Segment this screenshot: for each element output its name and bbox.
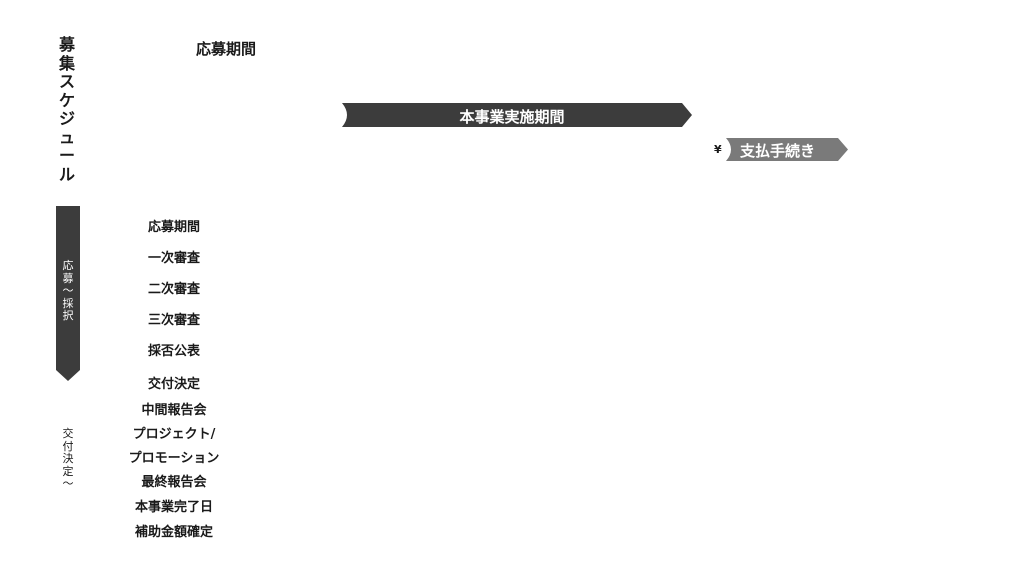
step-item: 補助金額確定 xyxy=(134,525,213,540)
yen-icon: ¥ xyxy=(714,143,722,156)
payment-label: 支払手続き xyxy=(740,142,816,160)
main-period-label: 本事業実施期間 xyxy=(459,108,565,126)
step-item: 交付決定 xyxy=(147,377,200,392)
step-item: プロジェクト/ xyxy=(132,427,216,442)
main-period-bar xyxy=(342,103,692,127)
step-item: 応募期間 xyxy=(147,220,200,235)
phase1-arrow xyxy=(56,206,80,381)
phase2-label: 交付決定～ xyxy=(62,427,74,490)
phase1-label: 応募～採択 xyxy=(62,259,74,322)
step-item: 最終報告会 xyxy=(141,475,207,490)
column-header: 応募期間 xyxy=(196,40,257,58)
step-item: プロモーション xyxy=(128,451,220,466)
schedule-title: 募集スケジュール xyxy=(58,35,75,184)
step-item: 採否公表 xyxy=(147,344,200,359)
step-item: 三次審査 xyxy=(147,313,200,328)
step-item: 本事業完了日 xyxy=(134,500,213,515)
step-item: 中間報告会 xyxy=(141,403,207,418)
step-item: 二次審査 xyxy=(147,282,200,297)
step-item: 一次審査 xyxy=(147,251,200,266)
payment-bar xyxy=(726,138,848,161)
